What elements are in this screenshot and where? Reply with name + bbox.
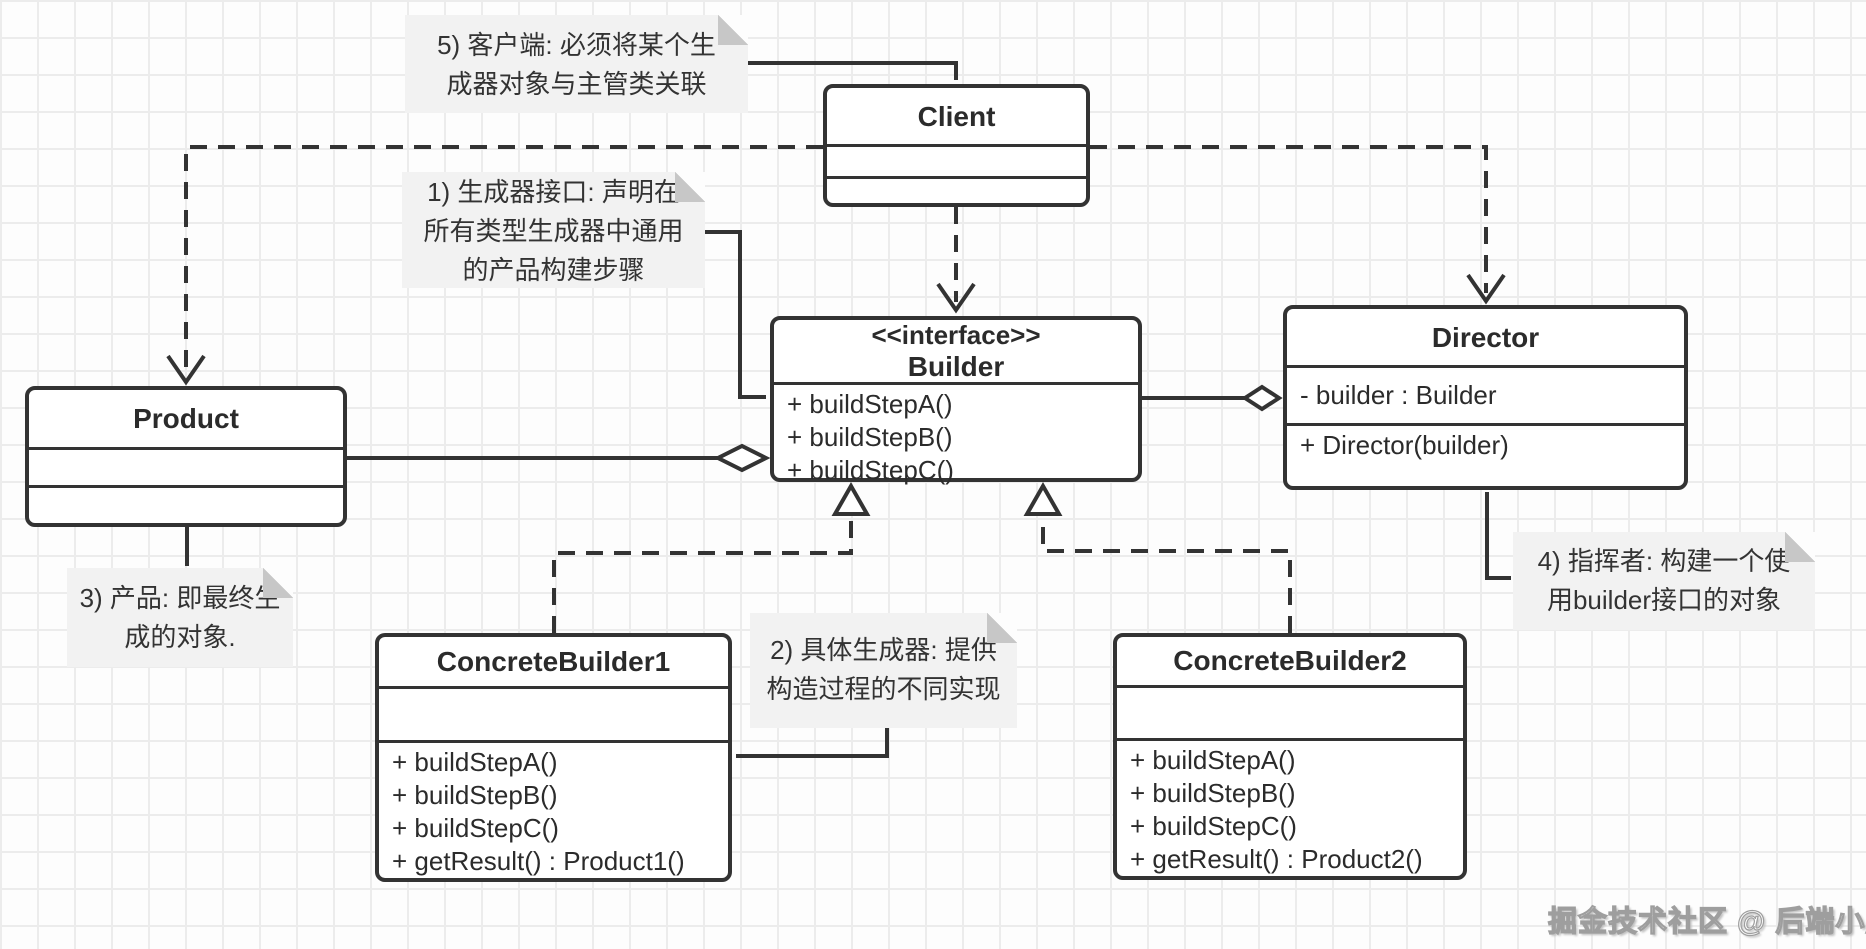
open-arrowhead-icon — [166, 354, 206, 386]
note-fold-icon — [987, 613, 1017, 643]
class-title: ConcreteBuilder2 — [1173, 645, 1407, 677]
hollow-triangle-icon — [831, 481, 871, 516]
note-line: 5) 客户端: 必须将某个生 — [437, 30, 716, 60]
note-line: 2) 具体生成器: 提供 — [770, 635, 997, 665]
note-line: 4) 指挥者: 构建一个使 — [1537, 546, 1791, 576]
dependency-client-product — [166, 145, 823, 386]
attributes-compartment: - builder : Builder — [1287, 365, 1684, 423]
note-line: 构造过程的不同实现 — [766, 674, 1001, 704]
note-4-director: 4) 指挥者: 构建一个使 用builder接口的对象 — [1513, 532, 1815, 630]
note-fold-icon — [675, 172, 705, 202]
class-concrete-builder-2: ConcreteBuilder2 + buildStepA() + buildS… — [1113, 633, 1467, 880]
class-title: Product — [133, 403, 239, 434]
method: + buildStepA() — [787, 389, 953, 419]
class-title: ConcreteBuilder1 — [436, 645, 671, 677]
class-builder-interface: <<interface>> Builder + buildStepA() + b… — [770, 316, 1142, 485]
note-fold-icon — [263, 568, 293, 598]
hollow-diamond-icon — [713, 443, 771, 473]
class-client: Client — [823, 84, 1090, 207]
note-line: 1) 生成器接口: 声明在 — [427, 177, 680, 207]
method: + buildStepC() — [392, 813, 559, 843]
dependency-client-builder — [936, 207, 976, 314]
note-3-product: 3) 产品: 即最终生 成的对象. — [67, 568, 293, 667]
watermark: 掘金技术社区 @ 后端小肥肠 — [1547, 905, 1866, 938]
note-5-client: 5) 客户端: 必须将某个生 成器对象与主管类关联 — [405, 15, 748, 113]
class-title: Client — [917, 100, 996, 132]
note-fold-icon — [718, 15, 748, 45]
note-1-builder-interface: 1) 生成器接口: 声明在 所有类型生成器中通用 的产品构建步骤 — [402, 172, 705, 288]
attributes-compartment — [29, 447, 343, 485]
class-title: <<interface>> Builder — [774, 320, 1138, 382]
class-product: Product — [25, 386, 347, 527]
realization-cb1-builder — [552, 481, 871, 633]
open-arrowhead-icon — [1466, 273, 1506, 305]
note-line: 成器对象与主管类关联 — [446, 69, 707, 99]
realization-cb2-builder — [1023, 481, 1292, 633]
methods-compartment — [29, 485, 343, 523]
method: + buildStepC() — [787, 455, 954, 485]
attributes-compartment — [379, 685, 728, 740]
class-concrete-builder-1: ConcreteBuilder1 + buildStepA() + buildS… — [375, 633, 732, 882]
note-line: 所有类型生成器中通用 — [423, 216, 684, 246]
note2-connector — [736, 728, 889, 758]
note-line: 成的对象. — [124, 622, 236, 652]
methods-compartment: + buildStepA() + buildStepB() + buildSte… — [1117, 738, 1463, 876]
methods-compartment: + buildStepA() + buildStepB() + buildSte… — [774, 382, 1138, 487]
method: + buildStepB() — [1130, 778, 1296, 808]
attributes-compartment — [1117, 684, 1463, 738]
method: + getResult() : Product1() — [392, 846, 685, 876]
note-line: 3) 产品: 即最终生 — [79, 583, 281, 613]
note-2-concrete-builder: 2) 具体生成器: 提供 构造过程的不同实现 — [750, 613, 1017, 728]
methods-compartment: + buildStepA() + buildStepB() + buildSte… — [379, 740, 728, 878]
method: + buildStepA() — [392, 747, 558, 777]
attribute: - builder : Builder — [1300, 380, 1497, 410]
note1-connector — [701, 230, 766, 399]
note4-connector — [1485, 492, 1511, 580]
method: + buildStepA() — [1130, 745, 1296, 775]
dependency-client-director — [1090, 145, 1506, 305]
method: + buildStepB() — [392, 780, 558, 810]
method: + buildStepC() — [1130, 811, 1297, 841]
aggregation-product-builder — [347, 443, 771, 473]
method: + Director(builder) — [1300, 430, 1509, 460]
aggregation-builder-director — [1142, 384, 1283, 412]
hollow-triangle-icon — [1023, 481, 1063, 516]
stereotype-label: <<interface>> — [871, 320, 1041, 350]
methods-compartment: + Director(builder) — [1287, 423, 1684, 486]
class-title: Director — [1431, 321, 1540, 353]
methods-compartment — [827, 176, 1086, 203]
note-line: 的产品构建步骤 — [462, 255, 645, 285]
method: + getResult() : Product2() — [1130, 844, 1423, 874]
class-director: Director - builder : Builder + Director(… — [1283, 305, 1688, 490]
note5-connector — [746, 61, 958, 80]
hollow-diamond-icon — [1241, 384, 1283, 412]
method: + buildStepB() — [787, 422, 953, 452]
note-line: 用builder接口的对象 — [1546, 585, 1782, 615]
note-fold-icon — [1785, 532, 1815, 562]
class-name: Builder — [907, 351, 1005, 382]
attributes-compartment — [827, 144, 1086, 176]
open-arrowhead-icon — [936, 282, 976, 314]
